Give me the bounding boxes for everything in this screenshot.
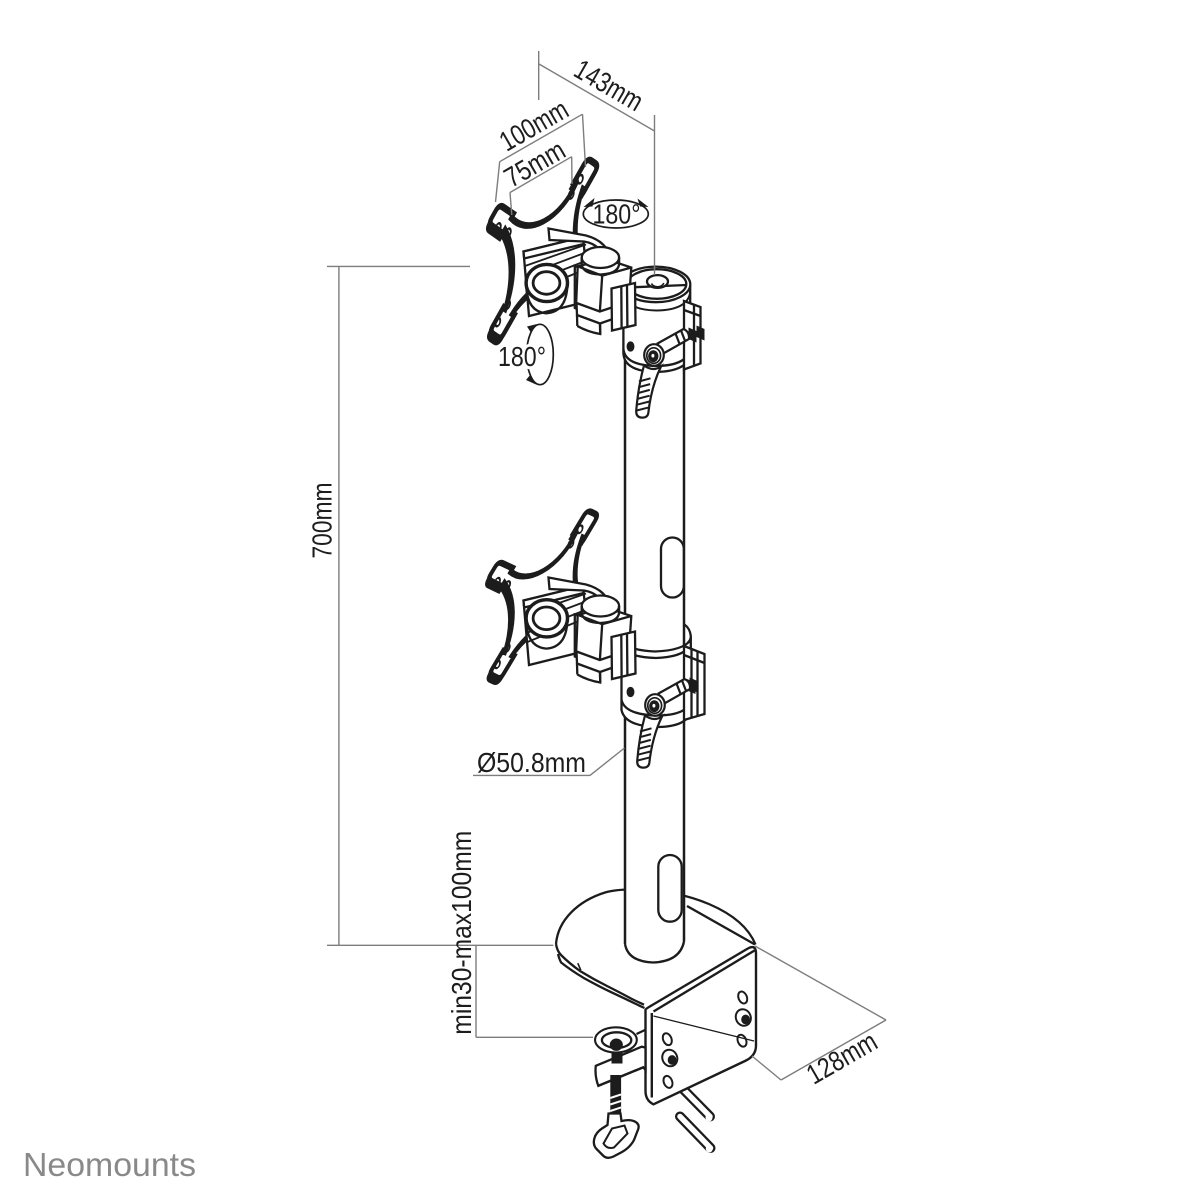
svg-text:Neomounts: Neomounts	[23, 1146, 196, 1183]
svg-text:min30-max100mm: min30-max100mm	[446, 831, 477, 1035]
svg-text:Ø50.8mm: Ø50.8mm	[477, 747, 586, 778]
svg-text:700mm: 700mm	[307, 483, 338, 559]
svg-text:180°: 180°	[593, 199, 641, 230]
svg-text:180°: 180°	[498, 341, 546, 372]
